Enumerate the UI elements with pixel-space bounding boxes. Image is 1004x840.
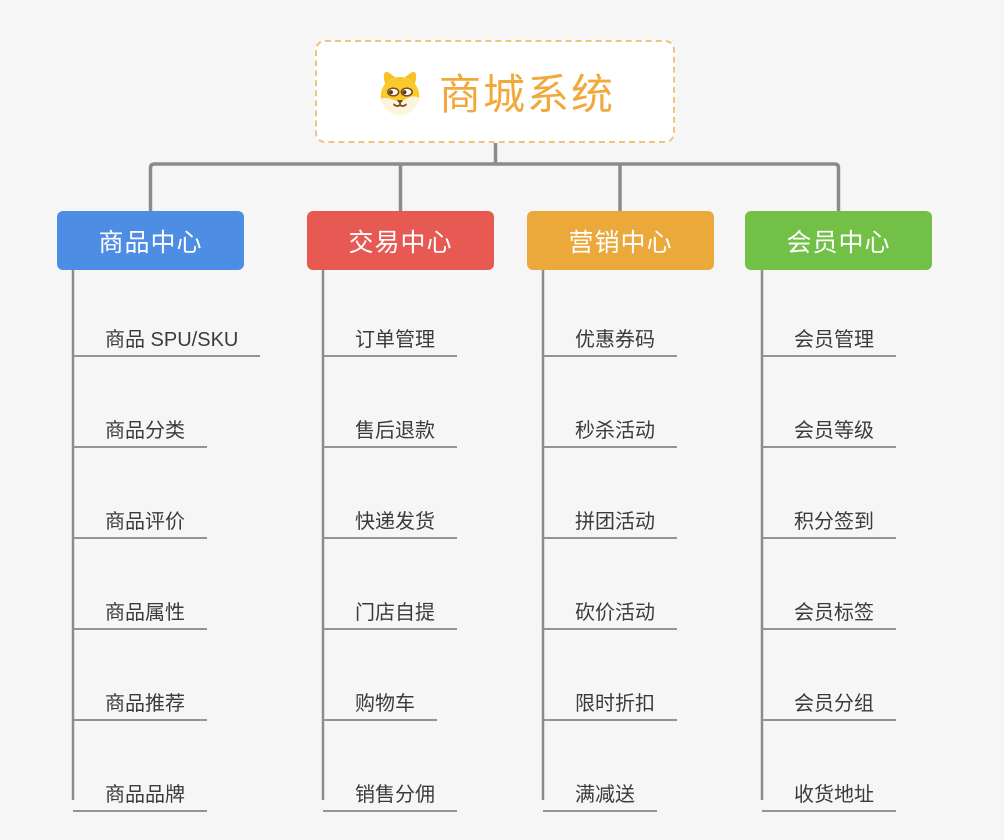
leaf-node[interactable]: 快递发货	[323, 499, 457, 539]
root-node[interactable]: 商城系统	[315, 40, 675, 143]
leaf-node[interactable]: 商品评价	[73, 499, 207, 539]
branch-node-trade-center[interactable]: 交易中心	[307, 211, 494, 270]
leaf-node[interactable]: 售后退款	[323, 408, 457, 448]
root-node-title: 商城系统	[438, 71, 615, 118]
leaf-node[interactable]: 商品分类	[73, 408, 207, 448]
leaf-node[interactable]: 会员等级	[762, 408, 896, 448]
leaf-node[interactable]: 积分签到	[762, 499, 896, 539]
leaf-node[interactable]: 购物车	[323, 681, 437, 721]
branch-node-marketing-center[interactable]: 营销中心	[527, 211, 714, 270]
branch-items-marketing-center: 优惠券码 秒杀活动 拼团活动 砍价活动 限时折扣 满减送	[543, 270, 677, 812]
leaf-node[interactable]: 门店自提	[323, 590, 457, 630]
branch-items-member-center: 会员管理 会员等级 积分签到 会员标签 会员分组 收货地址	[762, 270, 896, 812]
leaf-node[interactable]: 会员管理	[762, 317, 896, 357]
leaf-node[interactable]: 满减送	[543, 772, 657, 812]
branch-items-trade-center: 订单管理 售后退款 快递发货 门店自提 购物车 销售分佣	[323, 270, 457, 812]
branch-node-product-center[interactable]: 商品中心	[57, 211, 244, 270]
leaf-node[interactable]: 限时折扣	[543, 681, 677, 721]
leaf-node[interactable]: 拼团活动	[543, 499, 677, 539]
branch-node-member-center[interactable]: 会员中心	[745, 211, 932, 270]
leaf-node[interactable]: 秒杀活动	[543, 408, 677, 448]
leaf-node[interactable]: 订单管理	[323, 317, 457, 357]
leaf-node[interactable]: 商品 SPU/SKU	[73, 317, 261, 357]
leaf-node[interactable]: 会员分组	[762, 681, 896, 721]
leaf-node[interactable]: 商品品牌	[73, 772, 207, 812]
leaf-node[interactable]: 商品推荐	[73, 681, 207, 721]
leaf-node[interactable]: 销售分佣	[323, 772, 457, 812]
leaf-node[interactable]: 会员标签	[762, 590, 896, 630]
leaf-node[interactable]: 优惠券码	[543, 317, 677, 357]
doge-icon	[380, 71, 420, 115]
branch-items-product-center: 商品 SPU/SKU 商品分类 商品评价 商品属性 商品推荐 商品品牌	[73, 270, 261, 812]
leaf-node[interactable]: 收货地址	[762, 772, 896, 812]
leaf-node[interactable]: 砍价活动	[543, 590, 677, 630]
leaf-node[interactable]: 商品属性	[73, 590, 207, 630]
